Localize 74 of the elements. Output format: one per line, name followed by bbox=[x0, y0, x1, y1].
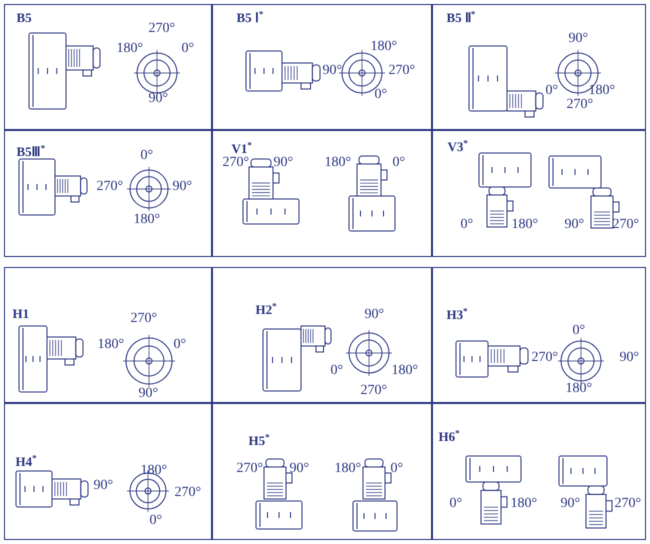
position-title: H6$^{*}$ bbox=[438, 428, 460, 444]
position-title: V1$^{*}$ bbox=[232, 140, 252, 156]
angle-label: 180° bbox=[140, 462, 168, 478]
angle-label: 270° bbox=[96, 178, 124, 194]
position-title: B5 Ⅰ$^{*}$ bbox=[236, 10, 264, 26]
angle-label: 180° bbox=[98, 336, 124, 352]
mounting-position-cell bbox=[212, 4, 432, 130]
position-title: H1 bbox=[12, 306, 30, 322]
mounting-position-cell bbox=[4, 130, 212, 256]
mounting-position-cell bbox=[432, 130, 646, 256]
angle-label: 270° bbox=[222, 154, 250, 170]
angle-label: 180° bbox=[116, 40, 144, 56]
angle-label: 0° bbox=[450, 496, 462, 512]
angle-label: 0° bbox=[460, 216, 474, 232]
angle-label: 90° bbox=[290, 460, 310, 476]
angle-label: 270° bbox=[566, 96, 594, 112]
angle-label: 90° bbox=[560, 496, 580, 512]
mounting-position-cell bbox=[212, 402, 432, 540]
position-title: B5 Ⅱ$^{*}$ bbox=[446, 10, 476, 26]
mounting-position-cell bbox=[432, 4, 646, 130]
mounting-position-cell bbox=[4, 4, 212, 130]
angle-label: 180° bbox=[334, 460, 362, 476]
mounting-position-cell bbox=[432, 266, 646, 402]
angle-label: 0° bbox=[374, 86, 388, 102]
angle-label: 0° bbox=[330, 362, 344, 378]
angle-label: 180° bbox=[134, 212, 160, 228]
angle-label: 270° bbox=[130, 310, 158, 326]
mounting-position-cell bbox=[212, 266, 432, 402]
angle-label: 90° bbox=[274, 154, 294, 170]
angle-label: 180° bbox=[566, 380, 592, 396]
angle-label: 270° bbox=[360, 382, 388, 398]
angle-label: 0° bbox=[546, 82, 558, 98]
angle-label: 90° bbox=[322, 62, 342, 78]
position-title: H5$^{*}$ bbox=[248, 432, 270, 448]
angle-label: 0° bbox=[140, 148, 154, 164]
position-title: H2$^{*}$ bbox=[256, 302, 277, 318]
angle-label: 90° bbox=[364, 306, 384, 322]
angle-label: 270° bbox=[236, 460, 264, 476]
position-title: V3$^{*}$ bbox=[448, 138, 468, 154]
angle-label: 270° bbox=[148, 20, 176, 36]
angle-label: 270° bbox=[174, 484, 202, 500]
angle-label: 180° bbox=[392, 362, 418, 378]
mounting-position-cell bbox=[212, 130, 432, 256]
angle-label: 180° bbox=[370, 38, 398, 54]
angle-label: 90° bbox=[568, 30, 588, 46]
angle-label: 0° bbox=[150, 512, 162, 528]
position-title: B5Ⅲ$^{*}$ bbox=[16, 144, 46, 160]
angle-label: 270° bbox=[532, 350, 558, 366]
angle-label: 270° bbox=[612, 216, 640, 232]
panel-frame bbox=[4, 267, 646, 540]
angle-label: 0° bbox=[572, 322, 586, 338]
angle-label: 0° bbox=[392, 154, 406, 170]
angle-label: 180° bbox=[324, 154, 352, 170]
position-title: B5 bbox=[16, 10, 32, 26]
angle-label: 270° bbox=[614, 496, 642, 512]
angle-label: 90° bbox=[172, 178, 192, 194]
angle-label: 90° bbox=[138, 386, 158, 402]
angle-label: 90° bbox=[564, 216, 584, 232]
angle-label: 270° bbox=[388, 62, 416, 78]
angle-label: 180° bbox=[588, 82, 616, 98]
panel-frame bbox=[4, 4, 646, 257]
mounting-position-cell bbox=[4, 266, 212, 402]
angle-label: 0° bbox=[174, 336, 186, 352]
angle-label: 0° bbox=[182, 40, 194, 56]
angle-label: 90° bbox=[148, 90, 168, 106]
angle-label: 180° bbox=[512, 216, 538, 232]
mounting-position-cell bbox=[4, 402, 212, 540]
position-title: H4$^{*}$ bbox=[16, 454, 37, 470]
angle-label: 90° bbox=[620, 350, 640, 366]
angle-label: 0° bbox=[390, 460, 404, 476]
angle-label: 180° bbox=[510, 496, 538, 512]
angle-label: 90° bbox=[94, 478, 114, 494]
position-title: H3$^{*}$ bbox=[446, 306, 468, 322]
mounting-position-cell bbox=[432, 402, 646, 540]
